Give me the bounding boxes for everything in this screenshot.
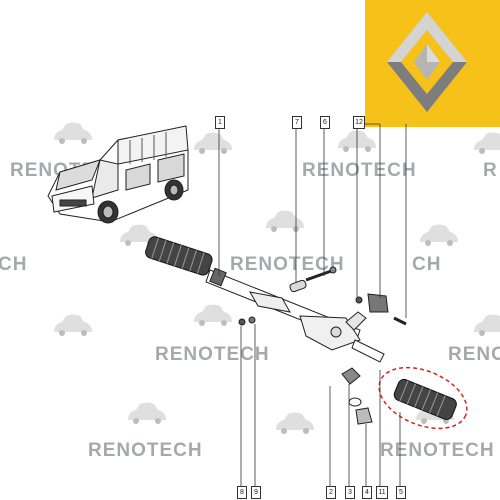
watermark-car-icon (276, 412, 314, 434)
rack-small-parts (238, 266, 407, 425)
watermark-car-icon (54, 122, 92, 144)
renault-diamond-icon (387, 12, 467, 112)
watermark-renotech: RENOTECH (88, 440, 203, 461)
watermark-renotech: RENOTECH (230, 254, 345, 275)
watermark-car-icon (128, 402, 166, 424)
callout-8: 8 (237, 486, 247, 499)
watermark-renotech-partial: CH (412, 254, 442, 275)
watermark-renotech: RENOTECH (448, 344, 500, 365)
callout-2: 2 (326, 486, 336, 499)
callout-3: 3 (345, 486, 355, 499)
callout-5: 5 (396, 486, 406, 499)
watermark-car-icon (194, 304, 232, 326)
callout-9: 9 (251, 486, 261, 499)
callout-6: 6 (320, 116, 330, 129)
callout-11: 11 (376, 486, 388, 499)
watermark-car-icon (420, 224, 458, 246)
callout-1: 1 (215, 116, 225, 129)
watermark-renotech: RENOTECH (380, 440, 495, 461)
watermark-car-icon (194, 132, 232, 154)
callout-7: 7 (292, 116, 302, 129)
steering-rack-housing (205, 267, 385, 363)
leader-lines (218, 123, 407, 488)
watermark-renotech-partial: CH (0, 254, 28, 275)
watermark-renotech: RENOTECH (302, 160, 417, 181)
watermark-car-icon (474, 314, 500, 336)
renault-logo (365, 0, 500, 127)
left-steering-boot (145, 236, 213, 276)
watermark-car-icon (266, 210, 304, 232)
watermark-car-icon (54, 314, 92, 336)
van-illustration (47, 125, 189, 224)
watermark-car-icon (474, 132, 500, 154)
right-steering-boot (393, 378, 457, 420)
callout-4: 4 (362, 486, 372, 499)
watermark-renotech-edge: R (483, 160, 498, 181)
watermark-renotech: RENOTECH (155, 344, 270, 365)
callout-12: 12 (353, 116, 365, 129)
highlight-ring (378, 366, 468, 430)
